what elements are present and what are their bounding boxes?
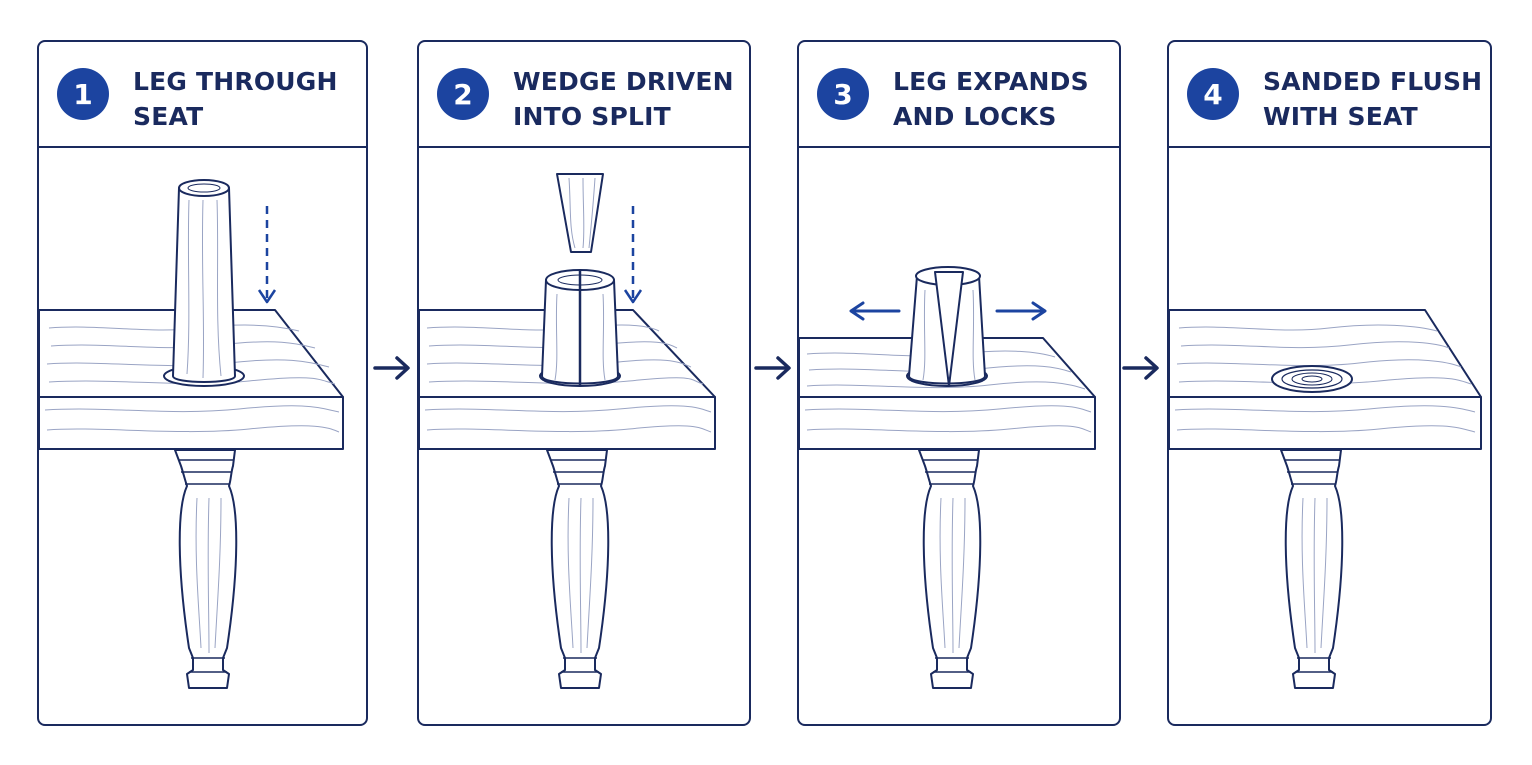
seat-board-front [419, 396, 716, 450]
step-panel-4: 4 SANDED FLUSH WITH SEAT [1167, 40, 1492, 726]
step-title: LEG THROUGH SEAT [133, 64, 338, 134]
leg-expands-illustration [799, 266, 1096, 689]
wedge-driven-illustration [419, 173, 716, 689]
step-illustration [39, 148, 366, 724]
turned-leg-lower [546, 449, 610, 689]
step-title-line: SEAT [133, 102, 204, 131]
arrow-right-icon [1121, 352, 1161, 388]
step-title-line: INTO SPLIT [513, 102, 671, 131]
step-panel-2: 2 WEDGE DRIVEN INTO SPLIT [417, 40, 751, 726]
step-title-line: WITH SEAT [1263, 102, 1418, 131]
step-title: WEDGE DRIVEN INTO SPLIT [513, 64, 734, 134]
step-number-badge: 2 [437, 68, 489, 120]
arrow-down-dashed-icon [257, 206, 277, 304]
step-title: SANDED FLUSH WITH SEAT [1263, 64, 1482, 134]
arrow-left-icon [849, 301, 901, 321]
step-title-line: AND LOCKS [893, 102, 1057, 131]
step-title-line: LEG EXPANDS [893, 67, 1089, 96]
leg-through-seat-illustration [39, 179, 344, 689]
step-title-line: SANDED FLUSH [1263, 67, 1483, 96]
turned-leg-lower [174, 449, 238, 689]
step-illustration [419, 148, 749, 724]
leg-tenon [172, 179, 236, 383]
step-header: 3 LEG EXPANDS AND LOCKS [799, 42, 1119, 148]
flush-end-grain [1271, 365, 1353, 393]
step-title-line: LEG THROUGH [133, 67, 338, 96]
wedge-in-split [934, 271, 964, 387]
step-illustration [1169, 148, 1490, 724]
step-number-badge: 3 [817, 68, 869, 120]
step-header: 1 LEG THROUGH SEAT [39, 42, 366, 148]
sanded-flush-illustration [1169, 309, 1482, 689]
arrow-right-icon [753, 352, 793, 388]
turned-leg-lower [1280, 449, 1344, 689]
seat-board-front [39, 396, 344, 450]
step-illustration [799, 148, 1119, 724]
step-number-badge: 1 [57, 68, 109, 120]
step-title: LEG EXPANDS AND LOCKS [893, 64, 1089, 134]
expanded-tenon [908, 266, 986, 387]
step-header: 4 SANDED FLUSH WITH SEAT [1169, 42, 1490, 148]
split-tenon [541, 269, 619, 386]
step-panel-3: 3 LEG EXPANDS AND LOCKS [797, 40, 1121, 726]
step-panel-1: 1 LEG THROUGH SEAT [37, 40, 368, 726]
arrow-right-icon [372, 352, 412, 388]
step-header: 2 WEDGE DRIVEN INTO SPLIT [419, 42, 749, 148]
step-number-badge: 4 [1187, 68, 1239, 120]
arrow-down-dashed-icon [623, 206, 643, 304]
wedge-icon [556, 173, 604, 253]
step-title-line: WEDGE DRIVEN [513, 67, 734, 96]
seat-board-front [799, 396, 1096, 450]
arrow-right-icon [995, 301, 1047, 321]
seat-board-front [1169, 396, 1482, 450]
turned-leg-lower [918, 449, 982, 689]
